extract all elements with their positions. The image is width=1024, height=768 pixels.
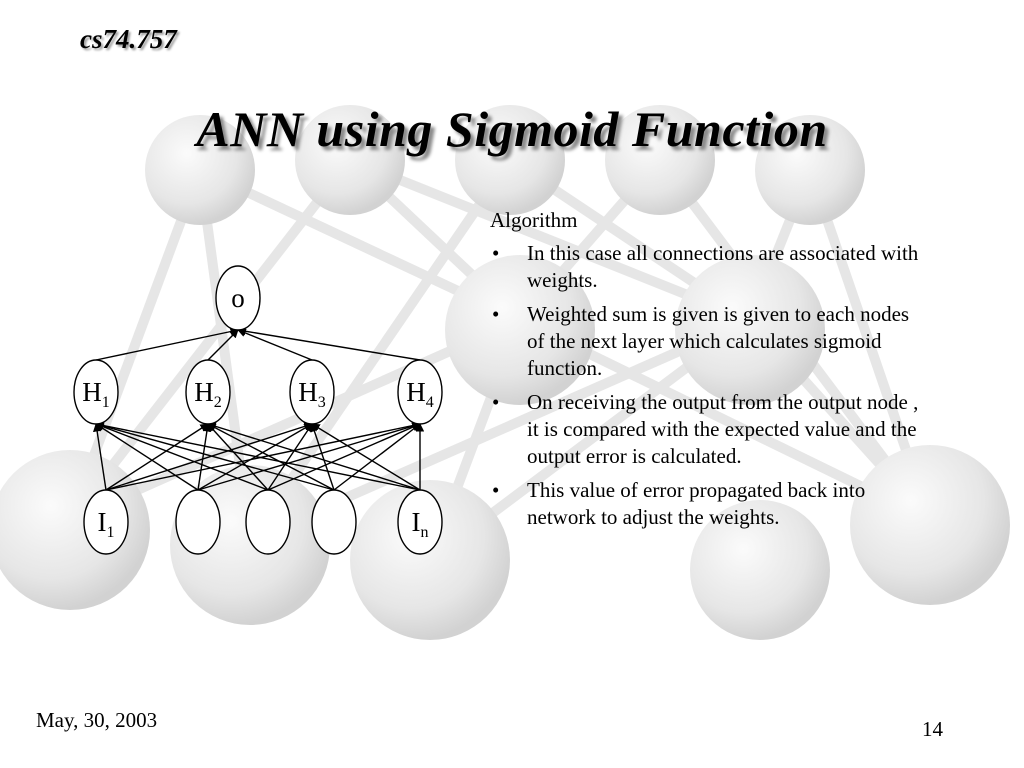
input-node-4 [311, 489, 357, 555]
edge-input-1-to-hidden-1 [92, 423, 107, 491]
bullet-item: • In this case all connections are associ… [490, 240, 920, 294]
edge-input-4-to-hidden-3 [310, 423, 335, 491]
bullet-item: • On receiving the output from the output… [490, 389, 920, 470]
output-node-label: o [231, 283, 245, 313]
edge-hidden-4-to-output [237, 327, 421, 361]
edge-input-1-to-hidden-3 [105, 422, 313, 491]
edge-input-2-to-hidden-2 [197, 423, 212, 491]
bullet-item: • Weighted sum is given is given to each … [490, 301, 920, 382]
edge-input-5-to-hidden-2 [207, 422, 421, 491]
edge-input-5-to-hidden-1 [95, 421, 421, 491]
algorithm-panel: Algorithm • In this case all connections … [490, 207, 920, 538]
hidden-node-2: H2 [185, 359, 231, 425]
input-node-1: I1 [83, 489, 129, 555]
edge-input-1-to-hidden-2 [105, 423, 209, 491]
bullet-text: On receiving the output from the output … [527, 390, 919, 468]
edge-hidden-1-to-output [95, 327, 239, 361]
edge-input-4-to-hidden-1 [95, 421, 335, 491]
output-node: o [215, 265, 261, 331]
hidden-node-1-label: H1 [82, 377, 110, 411]
hidden-node-4-label: H4 [406, 377, 434, 411]
slide-title: ANN using Sigmoid Function [196, 101, 828, 157]
edge-input-5-to-hidden-3 [311, 423, 421, 491]
input-node-5-label: In [412, 507, 429, 541]
hidden-node-4: H4 [397, 359, 443, 425]
edge-input-4-to-hidden-2 [207, 423, 335, 491]
hidden-node-1: H1 [73, 359, 119, 425]
page-number: 14 [922, 717, 943, 741]
edge-input-2-to-hidden-4 [197, 422, 421, 491]
algorithm-heading: Algorithm [490, 208, 578, 232]
edge-input-4-to-hidden-4 [333, 423, 421, 491]
edge-hidden-3-to-output [237, 328, 313, 361]
bullet-list: • In this case all connections are associ… [490, 240, 920, 531]
edge-input-1-to-hidden-4 [105, 421, 421, 491]
bullet-icon: • [492, 390, 500, 414]
hidden-node-3: H3 [289, 359, 335, 425]
bullet-icon: • [492, 478, 500, 502]
course-code: cs74.757 [80, 24, 177, 54]
connection-edges [92, 327, 425, 491]
hidden-node-3-label: H3 [298, 377, 326, 411]
footer-date: May, 30, 2003 [36, 708, 158, 732]
bullet-item: • This value of error propagated back int… [490, 477, 920, 531]
edge-input-3-to-hidden-1 [95, 422, 269, 491]
bullet-text: In this case all connections are associa… [527, 241, 919, 292]
input-node-3 [245, 489, 291, 555]
edge-hidden-2-to-output [207, 329, 239, 361]
edge-input-3-to-hidden-2 [207, 423, 269, 491]
bullet-icon: • [492, 241, 500, 265]
input-node-1-label: I1 [98, 507, 115, 541]
bullet-icon: • [492, 302, 500, 326]
hidden-node-2-label: H2 [194, 377, 222, 411]
edge-input-3-to-hidden-3 [267, 423, 313, 491]
bullet-text: Weighted sum is given is given to each n… [527, 302, 910, 380]
bullet-text: This value of error propagated back into… [527, 478, 866, 529]
edge-input-2-to-hidden-1 [95, 423, 199, 491]
input-node-5: In [397, 489, 443, 555]
input-node-2 [175, 489, 221, 555]
